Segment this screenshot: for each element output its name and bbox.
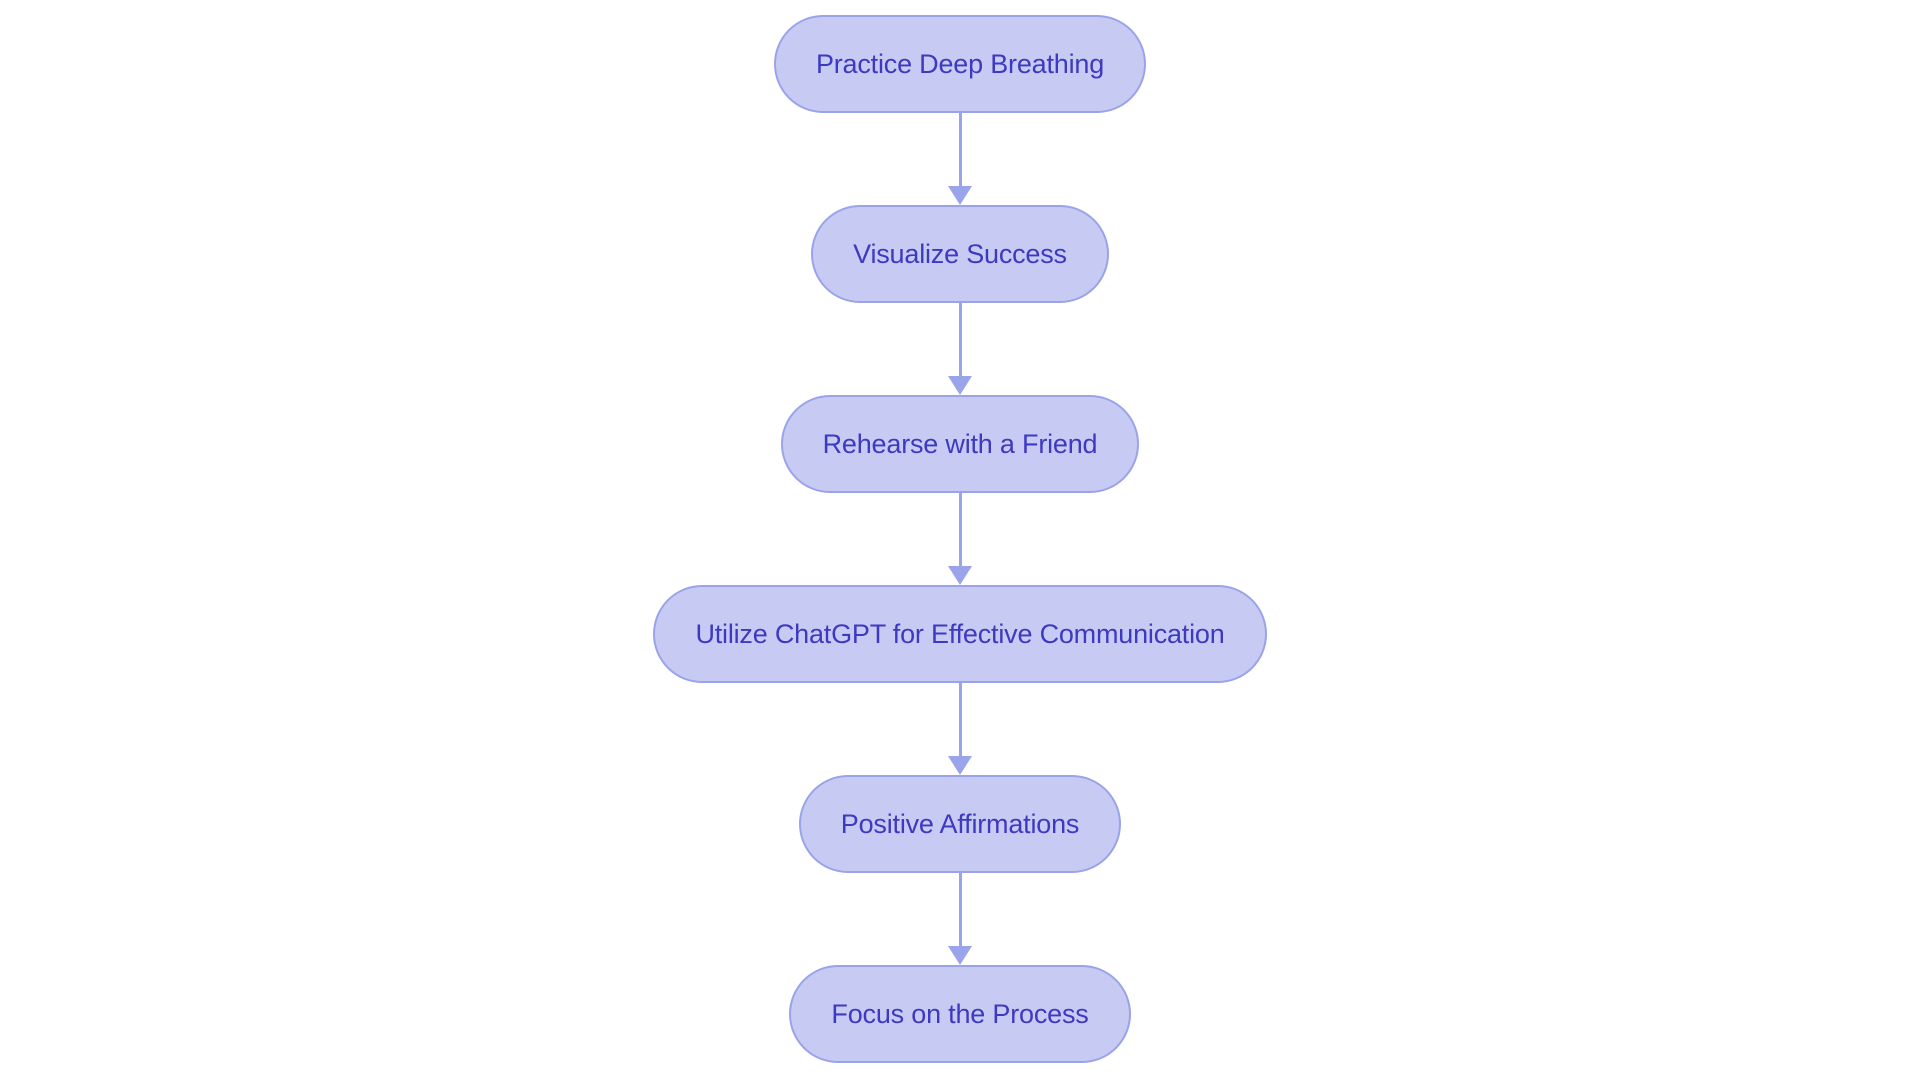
flow-node-practice-deep-breathing: Practice Deep Breathing [773, 15, 1147, 113]
arrow-connector-3 [947, 493, 973, 585]
arrow-line [958, 303, 962, 376]
flow-node-focus-on-the-process: Focus on the Process [789, 965, 1131, 1063]
arrow-down-icon [948, 756, 972, 775]
flow-node-label: Rehearse with a Friend [822, 428, 1098, 459]
flow-node-label: Focus on the Process [831, 998, 1089, 1029]
flow-node-rehearse-with-a-friend: Rehearse with a Friend [780, 395, 1140, 493]
arrow-down-icon [948, 186, 972, 205]
arrow-connector-1 [947, 113, 973, 205]
flow-node-label: Visualize Success [853, 238, 1067, 269]
flow-node-label: Positive Affirmations [840, 808, 1080, 839]
arrow-down-icon [948, 376, 972, 395]
flow-node-positive-affirmations: Positive Affirmations [798, 775, 1122, 873]
arrow-connector-4 [947, 683, 973, 775]
arrow-line [958, 113, 962, 186]
arrow-down-icon [948, 946, 972, 965]
arrow-down-icon [948, 566, 972, 585]
arrow-line [958, 493, 962, 566]
flow-node-label: Practice Deep Breathing [815, 48, 1105, 79]
arrow-connector-5 [947, 873, 973, 965]
arrow-line [958, 873, 962, 946]
arrow-connector-2 [947, 303, 973, 395]
flow-node-utilize-chatgpt: Utilize ChatGPT for Effective Communicat… [653, 585, 1267, 683]
arrow-line [958, 683, 962, 756]
flow-node-label: Utilize ChatGPT for Effective Communicat… [695, 618, 1225, 649]
flow-node-visualize-success: Visualize Success [811, 205, 1109, 303]
